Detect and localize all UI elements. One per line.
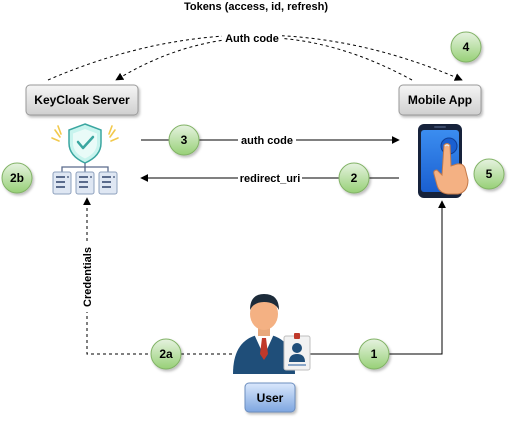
- keycloak-server-label: KeyCloak Server: [34, 93, 130, 107]
- credentials-label: Credentials: [82, 247, 94, 307]
- step-badge-3-label: 3: [181, 133, 188, 147]
- step-badge-1: 1: [358, 338, 390, 370]
- step-badge-2a-label: 2a: [159, 347, 173, 361]
- auth-code-label: auth code: [241, 135, 293, 147]
- step-badge-2b: 2b: [1, 162, 33, 194]
- step-badge-2a: 2a: [150, 338, 182, 370]
- redirect-uri-label: redirect_uri: [240, 173, 301, 185]
- smartphone-tap-icon: [418, 124, 469, 198]
- redirect-uri-label-bg: [238, 171, 302, 184]
- step-badge-2b-label: 2b: [10, 171, 24, 185]
- step-badge-3: 3: [168, 124, 200, 156]
- credentials-edge: [83, 197, 232, 355]
- keycloak-server-box: [25, 84, 139, 116]
- mobile-app-box: [398, 84, 482, 116]
- step-badge-2: 2: [338, 162, 370, 194]
- mobile-app-label: Mobile App: [408, 93, 472, 107]
- tokens-label-bg: [168, 0, 344, 13]
- tokens-edge: [47, 34, 463, 81]
- mobile-app-node: Mobile App: [398, 84, 482, 116]
- step-badge-5-label: 5: [486, 167, 493, 181]
- credentials-label-bg: [80, 242, 94, 312]
- step-badge-2-label: 2: [351, 171, 358, 185]
- user-to-mobile-edge: [310, 200, 446, 355]
- step-badge-4-label: 4: [463, 40, 470, 54]
- keycloak-server-node: KeyCloak Server: [25, 84, 139, 116]
- step-badge-5: 5: [473, 158, 505, 190]
- user-box: [244, 382, 296, 413]
- step-badge-4: 4: [450, 31, 482, 63]
- tokens-edge-label: Tokens (access, id, refresh): [184, 1, 328, 13]
- server-shield-icon: [51, 123, 119, 195]
- auth-code-top-label: Auth code: [225, 33, 279, 45]
- auth-code-label-bg: [238, 133, 296, 146]
- auth-code-top-label-bg: [222, 32, 282, 45]
- user-node: User: [244, 382, 296, 413]
- step-badge-1-label: 1: [371, 347, 378, 361]
- businessman-id-card-icon: [233, 294, 311, 374]
- user-label: User: [257, 391, 284, 405]
